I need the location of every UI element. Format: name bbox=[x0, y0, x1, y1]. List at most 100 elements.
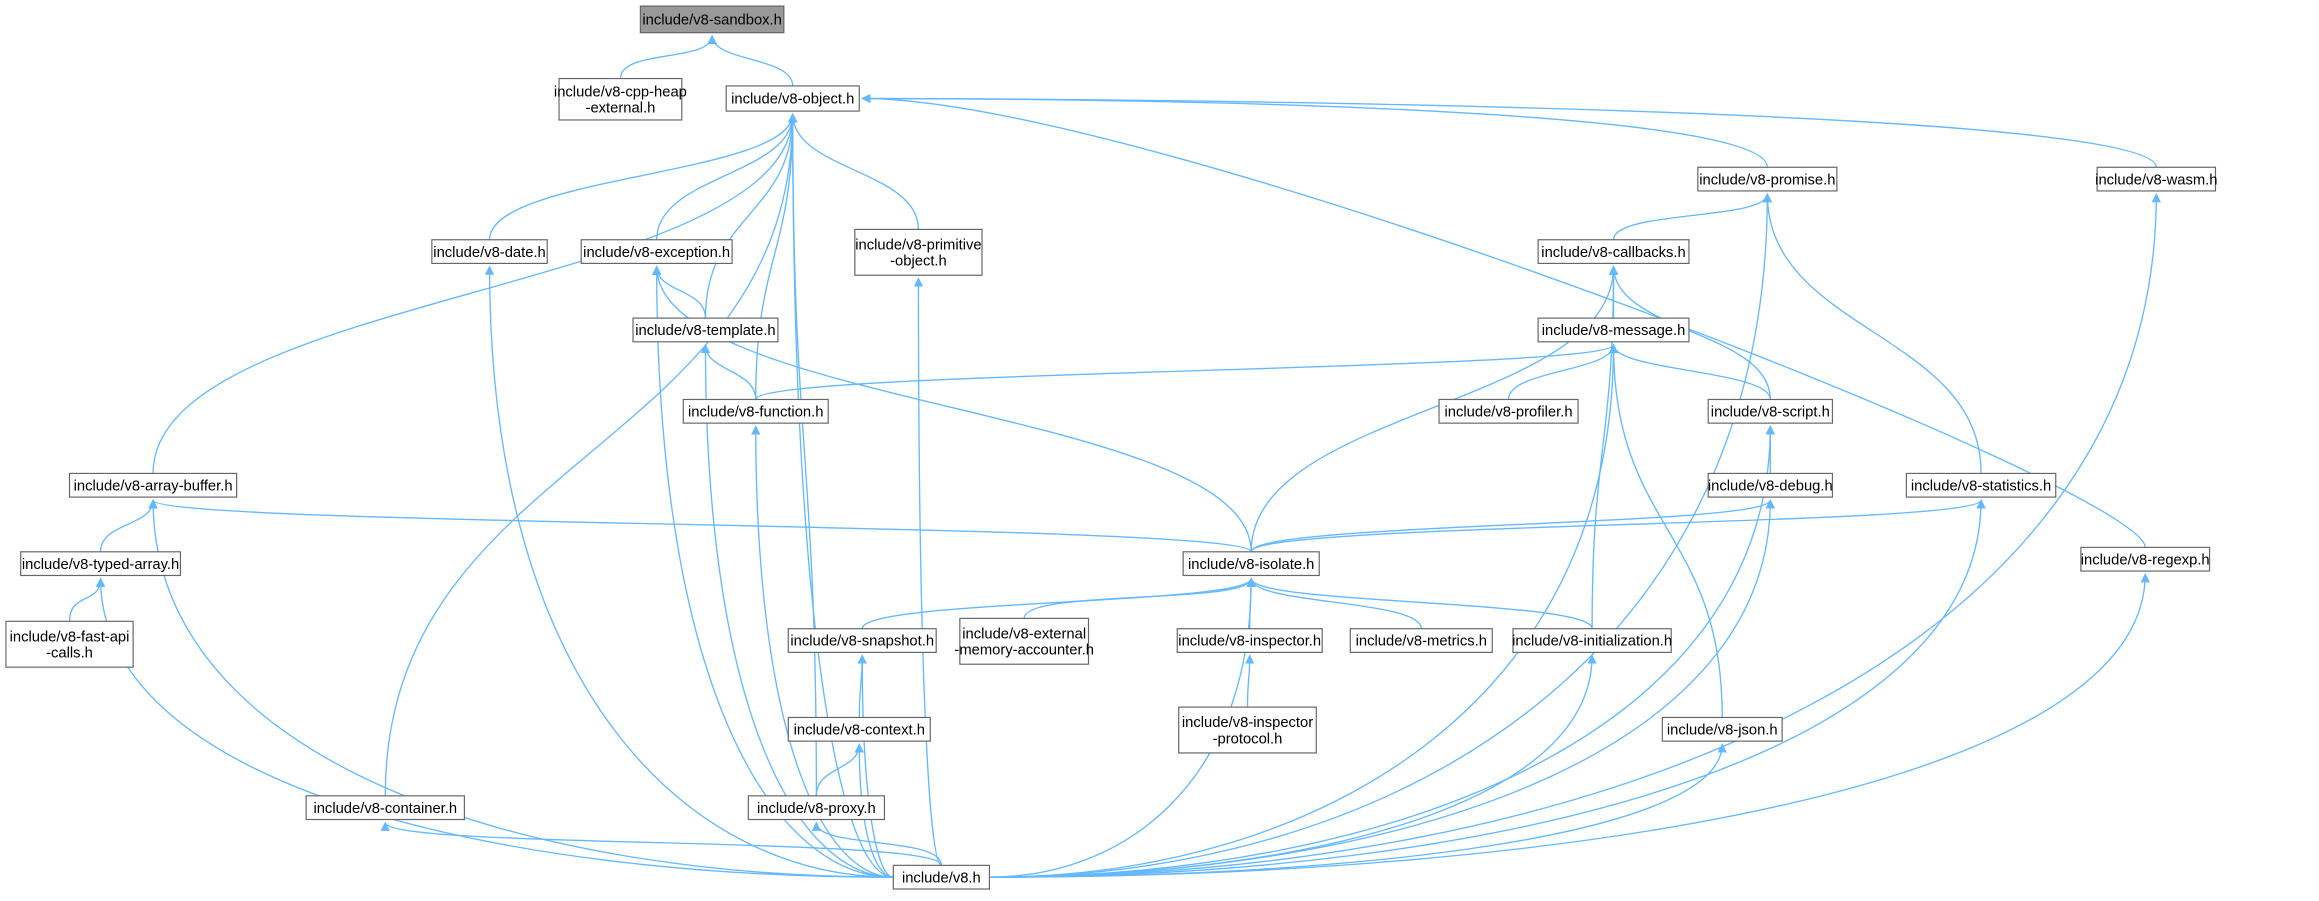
node-label: include/v8-function.h bbox=[688, 404, 823, 420]
edge-v8-to-snapshot bbox=[857, 654, 894, 878]
node-box bbox=[1537, 317, 1690, 343]
edge-function-to-message bbox=[755, 343, 1618, 401]
node-promise[interactable]: include/v8-promise.h bbox=[1697, 166, 1838, 192]
node-function[interactable]: include/v8-function.h bbox=[682, 398, 829, 424]
node-box bbox=[1349, 628, 1493, 653]
edge-date-to-object bbox=[488, 113, 798, 240]
edge-v8-to-message bbox=[989, 343, 1619, 878]
edge-isolate-to-statistics bbox=[1250, 499, 1986, 553]
node-debug[interactable]: include/v8-debug.h bbox=[1707, 472, 1834, 498]
node-label: include/v8-proxy.h bbox=[757, 801, 876, 817]
node-message[interactable]: include/v8-message.h bbox=[1537, 317, 1690, 343]
node-inspector[interactable]: include/v8-inspector.h bbox=[1176, 628, 1323, 653]
node-label: include/v8-regexp.h bbox=[2081, 552, 2210, 568]
node-isolate[interactable]: include/v8-isolate.h bbox=[1182, 551, 1320, 577]
edge-arraybuffer-to-object bbox=[152, 113, 798, 474]
node-fastapi[interactable]: include/v8-fast-api-calls.h bbox=[5, 620, 134, 668]
edge-object-to-sandbox bbox=[707, 34, 794, 87]
node-box bbox=[68, 472, 238, 498]
node-label: include/v8.h bbox=[902, 870, 981, 886]
node-proxy[interactable]: include/v8-proxy.h bbox=[747, 795, 886, 821]
edge-initialization-to-isolate bbox=[1246, 577, 1593, 629]
node-box bbox=[747, 795, 886, 821]
node-box bbox=[1697, 166, 1838, 192]
edge-v8-to-isolate bbox=[989, 577, 1256, 878]
node-box bbox=[787, 628, 937, 653]
edge-v8-to-typedarray bbox=[95, 577, 894, 878]
node-sandbox[interactable]: include/v8-sandbox.h bbox=[639, 5, 785, 34]
node-object[interactable]: include/v8-object.h bbox=[725, 85, 860, 112]
node-label: include/v8-exception.h bbox=[583, 245, 730, 261]
node-script[interactable]: include/v8-script.h bbox=[1707, 398, 1834, 424]
node-box bbox=[1178, 706, 1317, 754]
node-arraybuffer[interactable]: include/v8-array-buffer.h bbox=[68, 472, 238, 498]
node-regexp[interactable]: include/v8-regexp.h bbox=[2080, 546, 2211, 572]
node-label: include/v8-isolate.h bbox=[1188, 557, 1314, 573]
edge-fastapi-to-typedarray bbox=[68, 577, 106, 622]
node-label: include/v8-date.h bbox=[433, 245, 545, 261]
node-box bbox=[632, 317, 779, 343]
node-box bbox=[1707, 398, 1834, 424]
edge-v8-to-date bbox=[484, 265, 894, 878]
node-label: -protocol.h bbox=[1213, 731, 1283, 747]
node-box bbox=[1707, 472, 1834, 498]
edge-extmem-to-isolate bbox=[1023, 577, 1256, 619]
node-profiler[interactable]: include/v8-profiler.h bbox=[1438, 398, 1579, 424]
edge-v8-to-json bbox=[989, 743, 1727, 878]
node-exception[interactable]: include/v8-exception.h bbox=[580, 239, 733, 265]
edge-proxy-to-object bbox=[788, 113, 818, 796]
edge-exception-to-object bbox=[655, 113, 798, 240]
node-label: include/v8-promise.h bbox=[1699, 172, 1835, 188]
node-json[interactable]: include/v8-json.h bbox=[1661, 716, 1783, 742]
node-v8[interactable]: include/v8.h bbox=[892, 864, 991, 890]
node-box bbox=[2080, 546, 2211, 572]
edge-inspectorproto-to-inspector bbox=[1245, 654, 1255, 708]
node-label: include/v8-metrics.h bbox=[1356, 634, 1487, 650]
node-context[interactable]: include/v8-context.h bbox=[787, 716, 931, 742]
node-snapshot[interactable]: include/v8-snapshot.h bbox=[787, 628, 937, 653]
node-wasm[interactable]: include/v8-wasm.h bbox=[2095, 166, 2217, 192]
node-label: include/v8-object.h bbox=[731, 92, 854, 108]
node-box bbox=[892, 864, 991, 890]
node-label: include/v8-inspector.h bbox=[1178, 634, 1321, 650]
node-metrics[interactable]: include/v8-metrics.h bbox=[1349, 628, 1493, 653]
node-statistics[interactable]: include/v8-statistics.h bbox=[1905, 472, 2057, 498]
edge-v8-to-context bbox=[854, 743, 894, 878]
node-box bbox=[580, 239, 733, 265]
node-box bbox=[20, 551, 182, 577]
edge-isolate-to-debug bbox=[1250, 499, 1775, 553]
edge-v8-to-template bbox=[700, 343, 894, 878]
edge-v8-to-proxy bbox=[811, 821, 943, 866]
node-label: include/v8-message.h bbox=[1542, 323, 1686, 339]
node-date[interactable]: include/v8-date.h bbox=[431, 239, 548, 265]
node-callbacks[interactable]: include/v8-callbacks.h bbox=[1537, 239, 1690, 265]
edge-v8-to-function bbox=[751, 425, 894, 878]
node-primitive[interactable]: include/v8-primitive-object.h bbox=[854, 228, 983, 276]
node-label: -external.h bbox=[586, 101, 656, 117]
edge-cppheap-to-sandbox bbox=[619, 34, 717, 79]
node-inspectorproto[interactable]: include/v8-inspector-protocol.h bbox=[1178, 706, 1317, 754]
node-typedarray[interactable]: include/v8-typed-array.h bbox=[20, 551, 182, 577]
node-box bbox=[787, 716, 931, 742]
edge-isolate-to-arraybuffer bbox=[148, 499, 1252, 553]
node-container[interactable]: include/v8-container.h bbox=[305, 795, 465, 821]
node-label: include/v8-sandbox.h bbox=[642, 13, 782, 29]
edge-primitive-to-object bbox=[788, 113, 920, 230]
edge-wasm-to-object bbox=[861, 93, 2157, 168]
edge-statistics-to-promise bbox=[1762, 192, 1982, 474]
node-extmem[interactable]: include/v8-external-memory-accounter.h bbox=[954, 617, 1094, 665]
node-cppheap[interactable]: include/v8-cpp-heap-external.h bbox=[554, 77, 687, 121]
edge-v8-to-debug bbox=[989, 499, 1775, 878]
node-template[interactable]: include/v8-template.h bbox=[632, 317, 779, 343]
node-box bbox=[1537, 239, 1690, 265]
node-label: include/v8-callbacks.h bbox=[1541, 245, 1685, 261]
edge-v8-to-container bbox=[380, 821, 943, 866]
node-label: include/v8-initialization.h bbox=[1512, 634, 1672, 650]
node-label: include/v8-fast-api bbox=[10, 629, 130, 645]
edge-container-to-object bbox=[384, 113, 798, 796]
edge-v8-to-initialization bbox=[989, 654, 1597, 878]
edge-json-to-message bbox=[1608, 343, 1723, 718]
node-initialization[interactable]: include/v8-initialization.h bbox=[1512, 628, 1672, 653]
node-box bbox=[959, 617, 1090, 665]
